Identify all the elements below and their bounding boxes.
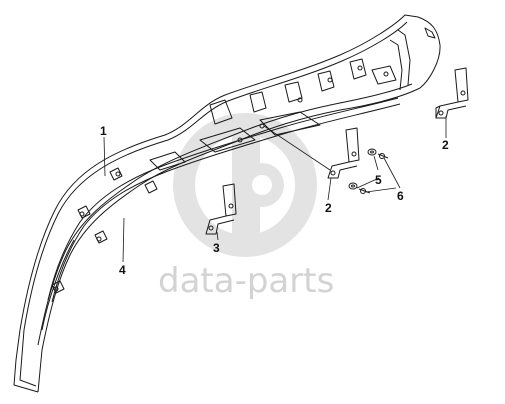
- callout-3: 3: [213, 241, 220, 255]
- nut-icon: [379, 153, 385, 159]
- bracket-3: [205, 183, 237, 235]
- watermark-text: data-parts: [158, 261, 334, 301]
- washer-icon: [351, 184, 355, 188]
- callout-2-right: 2: [442, 138, 449, 152]
- callout-5: 5: [375, 173, 382, 187]
- data-parts-logo-icon: [173, 113, 317, 257]
- nut-icon: [360, 188, 366, 194]
- callout-6: 6: [397, 189, 404, 203]
- fasteners: [348, 148, 389, 194]
- callout-1: 1: [100, 124, 107, 138]
- bumper-panel: [13, 14, 441, 393]
- bracket-2-middle: [327, 127, 360, 179]
- bracket-2-right: [435, 67, 469, 119]
- callout-2-middle: 2: [325, 201, 332, 215]
- leader-lines: [103, 116, 447, 263]
- washer-icon: [370, 150, 374, 154]
- callout-4: 4: [119, 263, 126, 277]
- washer-icon: [348, 182, 358, 190]
- washer-icon: [367, 148, 377, 156]
